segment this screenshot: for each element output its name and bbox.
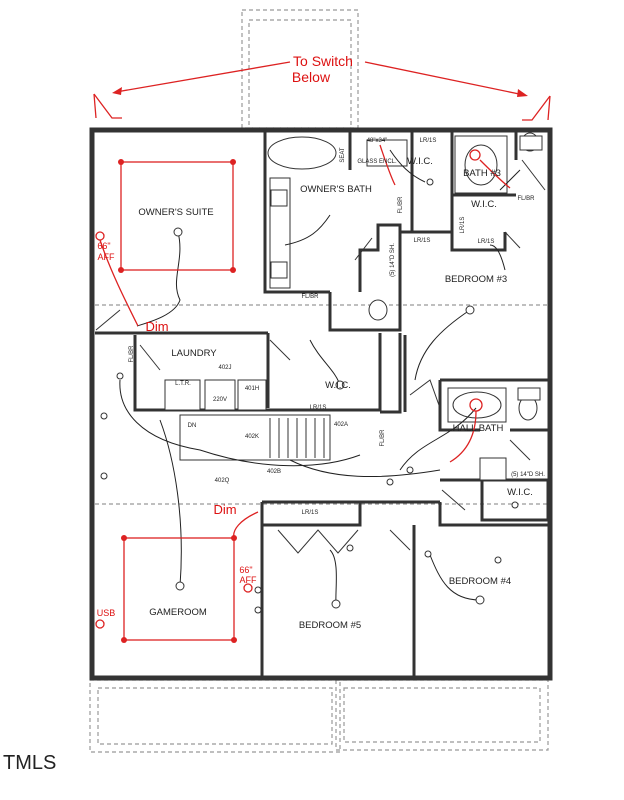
switch-note-line2: Below — [292, 69, 331, 85]
switch-note-line1: To Switch — [293, 53, 353, 69]
label-ltr: L.T.R. — [175, 381, 191, 387]
switch-note-arrows — [93, 61, 551, 121]
label-lr-ls-2: LR/1S — [414, 238, 431, 244]
label-lr-ls-4: LR/1S — [310, 405, 327, 411]
label-fl-br-3: FL/BR — [517, 196, 535, 202]
label-dn: DN — [188, 423, 197, 429]
gameroom-lighting — [121, 511, 259, 643]
dim-label-lower: Dim — [213, 502, 236, 517]
label-glass-encl: GLASS ENCL. — [357, 159, 397, 165]
fixtures — [164, 132, 543, 481]
label-402q: 402Q — [215, 478, 230, 484]
label-lr-ls-3: LR/1S — [478, 239, 495, 245]
red-outlets — [95, 231, 253, 629]
room-owners-bath: OWNER'S BATH — [300, 184, 372, 195]
room-bedroom5: BEDROOM #5 — [299, 620, 361, 631]
dim-label-upper: Dim — [145, 319, 168, 334]
stair-treads — [269, 418, 325, 458]
door-swings — [95, 159, 546, 554]
label-402a: 402A — [334, 422, 348, 428]
wiring — [119, 149, 521, 605]
aff-left-bottom: AFF — [98, 252, 116, 262]
label-lr-ls-5: LR/1S — [302, 510, 319, 516]
label-401h: 401H — [245, 386, 259, 392]
label-sh-vert: (5) 14"D SH. — [390, 243, 396, 277]
room-wic-hall: W.I.C. — [507, 487, 533, 498]
owners-suite-lighting — [99, 159, 236, 327]
room-wic-center: W.I.C. — [325, 380, 351, 391]
label-fl-br-4: FL/BR — [129, 345, 135, 363]
label-glass-size: 48"x34" — [367, 138, 388, 144]
label-seat: SEAT — [340, 147, 346, 163]
watermark-logo: TMLS — [3, 752, 57, 774]
room-owners-suite: OWNER'S SUITE — [138, 207, 213, 218]
label-402k: 402K — [245, 434, 259, 440]
room-wic-owner: W.I.C. — [407, 156, 433, 167]
aff-right-bottom: AFF — [240, 575, 258, 585]
room-laundry: LAUNDRY — [171, 348, 217, 359]
label-402b: 402B — [267, 469, 281, 475]
usb-label: USB — [97, 608, 116, 618]
room-bath3: BATH #3 — [463, 168, 501, 179]
exterior-walls — [89, 127, 553, 681]
room-hall-bath: HALL BATH — [453, 423, 504, 434]
label-fl-br-1: FL/BR — [301, 294, 319, 300]
label-lr-ls-6: LR/1S — [460, 217, 466, 234]
label-fl-br-5: FL/BR — [380, 429, 386, 447]
bath-lighting-red — [379, 144, 511, 463]
label-220v: 220V — [213, 397, 227, 403]
room-bedroom3: BEDROOM #3 — [445, 274, 507, 285]
label-fl-br-2: FL/BR — [398, 196, 404, 214]
interior-walls — [95, 130, 550, 678]
aff-left-top: 66" — [97, 241, 110, 251]
label-sh-hall: (5) 14"D SH. — [511, 472, 545, 478]
room-gameroom: GAMEROOM — [149, 607, 207, 618]
label-402j: 402J — [218, 365, 231, 371]
outlets — [100, 178, 519, 614]
room-bedroom4: BEDROOM #4 — [449, 576, 511, 587]
aff-right-top: 66" — [239, 565, 252, 575]
room-wic-bath3: W.I.C. — [471, 199, 497, 210]
label-lr-ls-top: LR/1S — [420, 138, 437, 144]
